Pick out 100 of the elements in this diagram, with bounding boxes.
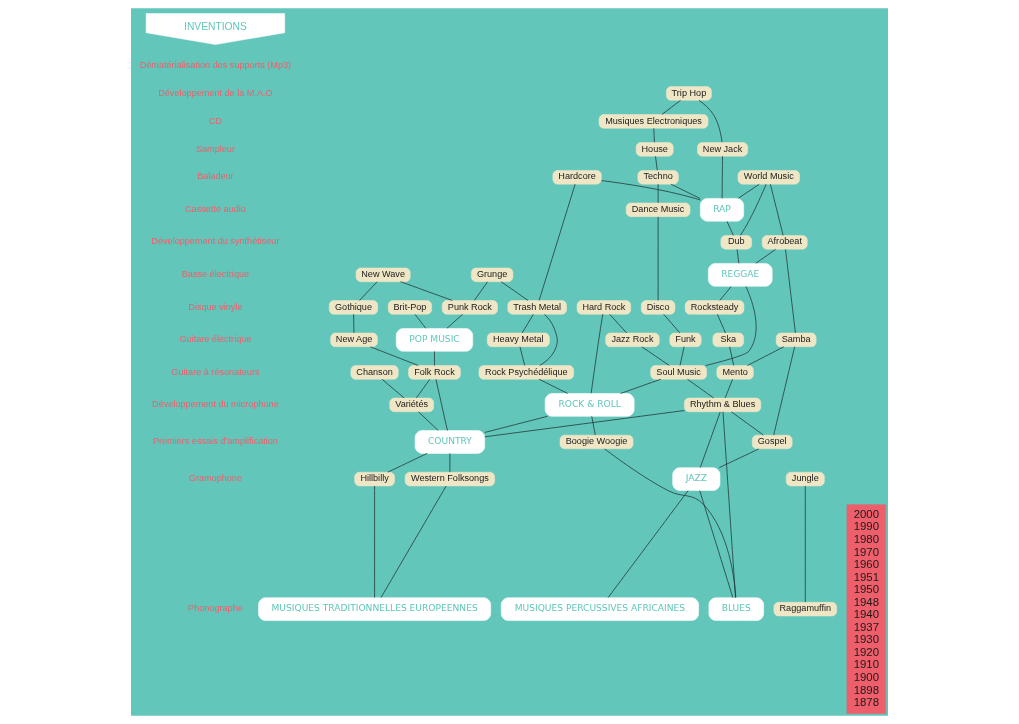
node-box: Trip Hop [666,86,712,101]
connector [641,346,670,366]
node-box: BLUES [708,597,764,621]
connector [785,249,796,334]
node-box: Gothique [328,300,378,315]
connector [661,99,681,115]
node-box: POP MUSIC [395,328,473,352]
connector [679,346,685,366]
node-box: Punk Rock [441,300,498,315]
connector [500,281,529,301]
node-box: Variétés [389,397,434,413]
connector [484,410,685,438]
connector [740,183,767,236]
label: Baladeur [197,171,234,182]
connector [670,183,701,199]
node-box: Grunge [471,267,514,282]
connector [359,281,378,301]
label: Développement du microphone [152,399,279,410]
connector [729,346,735,366]
connector [414,314,427,329]
node-box: Samba [775,332,817,347]
connector [804,485,806,603]
connector [698,99,723,143]
node-box: Heavy Metal [486,332,550,347]
node-box: Techno [637,170,679,185]
connector [719,286,732,301]
node-box: Soul Music [650,365,707,380]
node-box: World Music [737,170,800,185]
label: Guitare à résonateurs [171,366,260,377]
node-box: House [635,142,674,157]
connector [736,248,740,264]
connector [591,416,596,436]
connector [400,281,453,301]
node-box: RAP [700,198,744,222]
connector [657,216,659,301]
node-box: ROCK & ROLL [544,393,635,417]
node-box: Gospel [751,434,793,450]
connector [724,378,733,399]
label: Développement de la M.A.O [158,87,273,98]
connector [773,346,796,436]
node-box: Hard Rock [576,300,631,315]
node-box: Rock Psychédélique [478,365,574,380]
connector [435,378,448,431]
node-box: Afrobeat [761,235,808,250]
node-box: Hardcore [552,170,602,185]
node-box: New Wave [355,267,411,282]
connector [418,411,439,431]
connector [699,490,734,598]
connector [604,448,737,598]
node-box: Western Folksongs [404,471,495,487]
connector [738,183,760,199]
connector [381,378,405,399]
node-box: Raggamuffin [773,602,837,617]
node-box: Chanson [350,365,399,380]
label: Gramophone [188,473,243,484]
connector [521,313,534,334]
label: CD [208,115,223,126]
connector [770,183,784,236]
connector [590,313,604,394]
connector [519,346,526,366]
connector [369,346,419,366]
label: Cassette audio [185,203,246,214]
node-box: Mento [716,365,754,380]
node-box: Jazz Rock [605,332,660,347]
node-box: Dub [720,235,752,250]
node-box: Folk Rock [408,365,461,380]
connector [415,378,431,399]
connector [539,314,558,366]
node-box: Trash Metal [507,300,567,315]
connector [747,346,785,366]
connector [538,378,569,394]
connector [726,221,734,236]
node-box: Brit-Pop [388,300,432,315]
node-box: New Age [330,332,378,347]
connector [705,286,757,366]
node-box: REGGAE [708,263,773,287]
connector [446,314,463,329]
node-box: Hillbilly [354,471,395,487]
connector [663,313,681,334]
connector [380,485,447,598]
node-box: New Jack [697,142,748,157]
connector [449,453,451,473]
connector [699,411,721,468]
connector [731,411,764,436]
node-box: COUNTRY [414,430,485,454]
node-box: Dance Music [625,202,691,217]
connector [387,453,428,473]
node-box: Rhythm & Blues [684,397,762,413]
node-box: Jungle [785,471,825,487]
node-box: Rocksteady [684,300,745,315]
connector [609,313,628,334]
connector [353,313,355,334]
label: Premiers essais d’amplification [152,436,278,447]
connector [434,351,435,366]
connector [755,248,776,264]
connector [721,155,723,199]
connector [687,378,715,399]
node-box: JAZZ [672,467,721,491]
connector [718,448,760,468]
label: Phonographe [188,603,243,614]
